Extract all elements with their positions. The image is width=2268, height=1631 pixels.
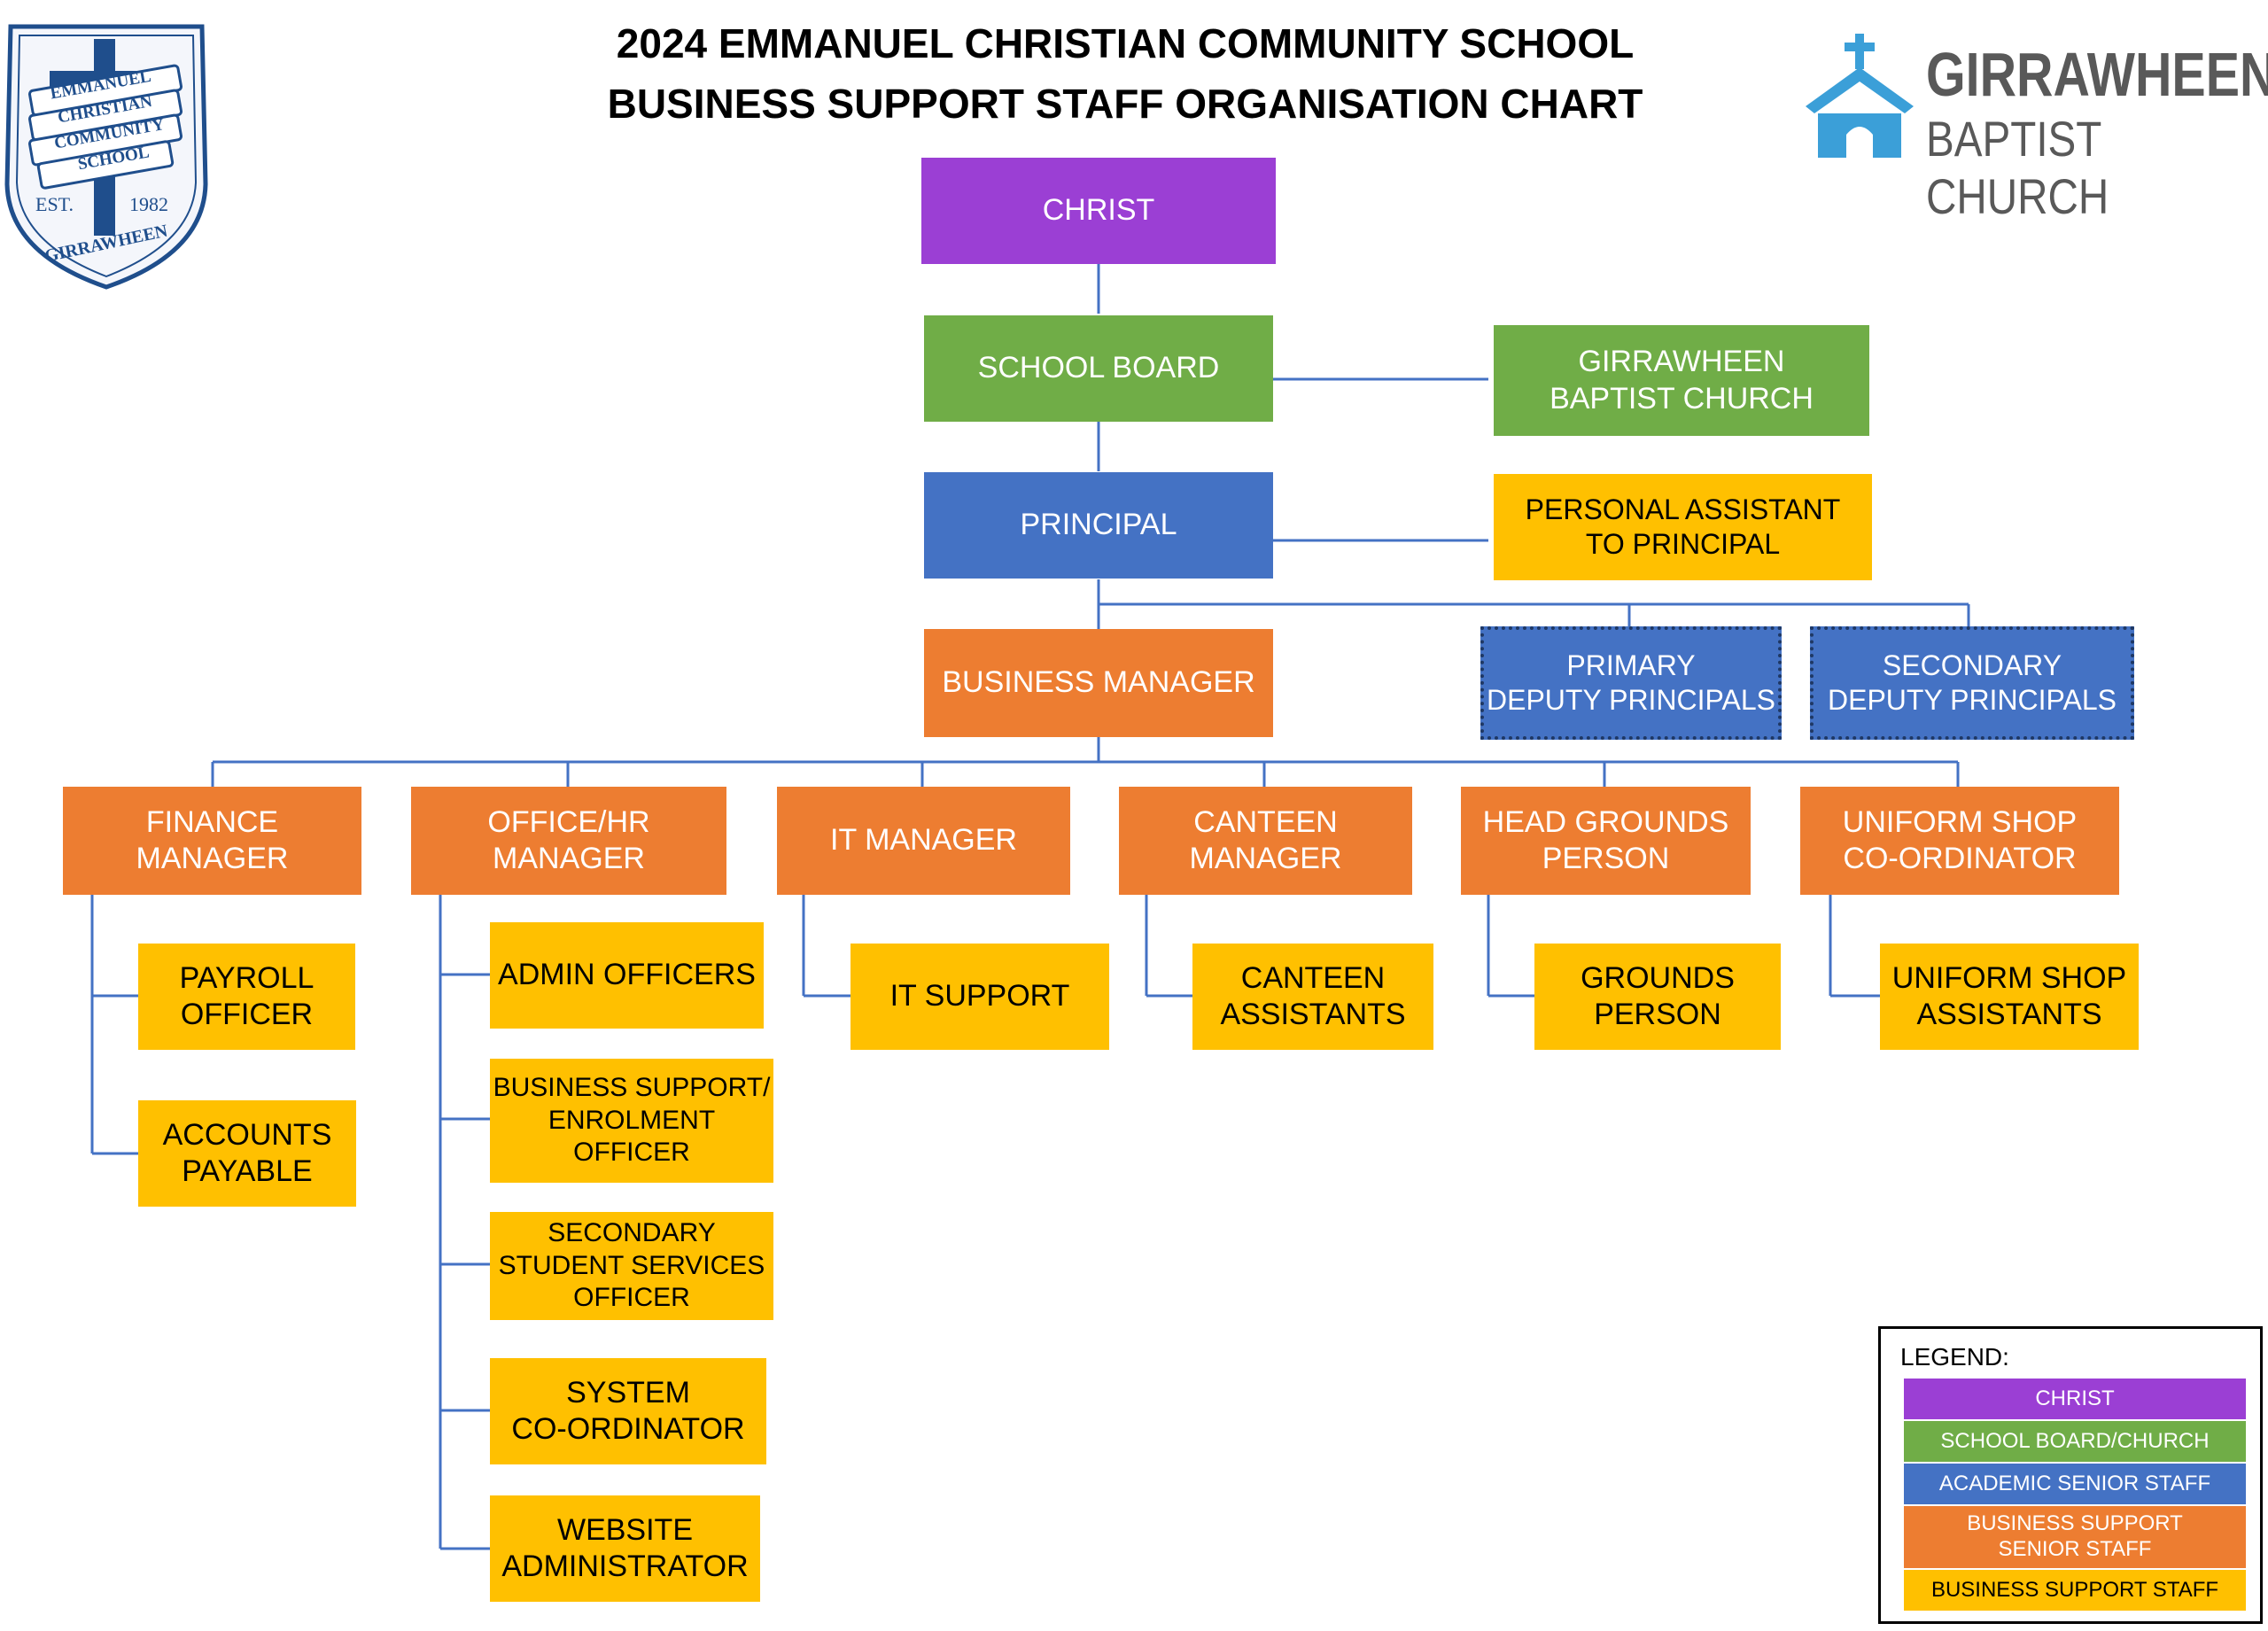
box-uniform-shop-assistants: UNIFORM SHOP ASSISTANTS [1880, 944, 2139, 1050]
box-head-grounds-person: HEAD GROUNDS PERSON [1461, 787, 1751, 895]
school-crest-logo: EMMANUEL CHRISTIAN COMMUNITY SCHOOL EST.… [4, 16, 209, 294]
legend: LEGEND: CHRIST SCHOOL BOARD/CHURCH ACADE… [1878, 1326, 2263, 1624]
box-it-support: IT SUPPORT [850, 944, 1109, 1050]
crest-shield-icon [4, 24, 208, 290]
box-accounts-payable: ACCOUNTS PAYABLE [138, 1100, 356, 1207]
box-secondary-deputy-principals: SECONDARY DEPUTY PRINCIPALS [1810, 626, 2134, 740]
legend-item-academic-senior-staff: ACADEMIC SENIOR STAFF [1904, 1464, 2246, 1504]
crest-est: EST. [35, 193, 74, 215]
legend-item-business-support-senior-staff: BUSINESS SUPPORT SENIOR STAFF [1904, 1506, 2246, 1568]
legend-title: LEGEND: [1900, 1343, 2009, 1371]
box-business-support-enrolment-officer: BUSINESS SUPPORT/ ENROLMENT OFFICER [490, 1059, 773, 1183]
chart-title-line-2: BUSINESS SUPPORT STAFF ORGANISATION CHAR… [607, 81, 1643, 127]
legend-item-christ: CHRIST [1904, 1379, 2246, 1419]
church-building-icon [1806, 34, 1914, 158]
box-it-manager: IT MANAGER [777, 787, 1070, 895]
church-logo: GIRRAWHEEN BAPTIST CHURCH [1802, 32, 2268, 224]
box-uniform-shop-coordinator: UNIFORM SHOP CO-ORDINATOR [1800, 787, 2119, 895]
box-school-board: SCHOOL BOARD [924, 315, 1273, 422]
church-logo-line-1: GIRRAWHEEN [1926, 40, 2268, 109]
box-system-coordinator: SYSTEM CO-ORDINATOR [490, 1358, 766, 1464]
box-primary-deputy-principals: PRIMARY DEPUTY PRINCIPALS [1480, 626, 1782, 740]
box-admin-officers: ADMIN OFFICERS [490, 922, 764, 1029]
legend-item-school-board-church: SCHOOL BOARD/CHURCH [1904, 1421, 2246, 1462]
box-personal-assistant: PERSONAL ASSISTANT TO PRINCIPAL [1494, 474, 1872, 580]
crest-year: 1982 [129, 193, 168, 215]
box-website-administrator: WEBSITE ADMINISTRATOR [490, 1495, 760, 1602]
box-christ: CHRIST [921, 158, 1276, 264]
box-office-hr-manager: OFFICE/HR MANAGER [411, 787, 726, 895]
box-grounds-person: GROUNDS PERSON [1534, 944, 1781, 1050]
box-principal: PRINCIPAL [924, 472, 1273, 579]
church-logo-line-2: BAPTIST CHURCH [1926, 111, 2109, 224]
box-girrawheen-baptist-church: GIRRAWHEEN BAPTIST CHURCH [1494, 325, 1869, 436]
box-finance-manager: FINANCE MANAGER [63, 787, 361, 895]
box-canteen-manager: CANTEEN MANAGER [1119, 787, 1412, 895]
box-secondary-student-services-officer: SECONDARY STUDENT SERVICES OFFICER [490, 1212, 773, 1320]
box-canteen-assistants: CANTEEN ASSISTANTS [1192, 944, 1433, 1050]
box-business-manager: BUSINESS MANAGER [924, 629, 1273, 737]
box-payroll-officer: PAYROLL OFFICER [138, 944, 355, 1050]
chart-title-line-1: 2024 EMMANUEL CHRISTIAN COMMUNITY SCHOOL [616, 20, 1635, 66]
legend-item-business-support-staff: BUSINESS SUPPORT STAFF [1904, 1570, 2246, 1611]
